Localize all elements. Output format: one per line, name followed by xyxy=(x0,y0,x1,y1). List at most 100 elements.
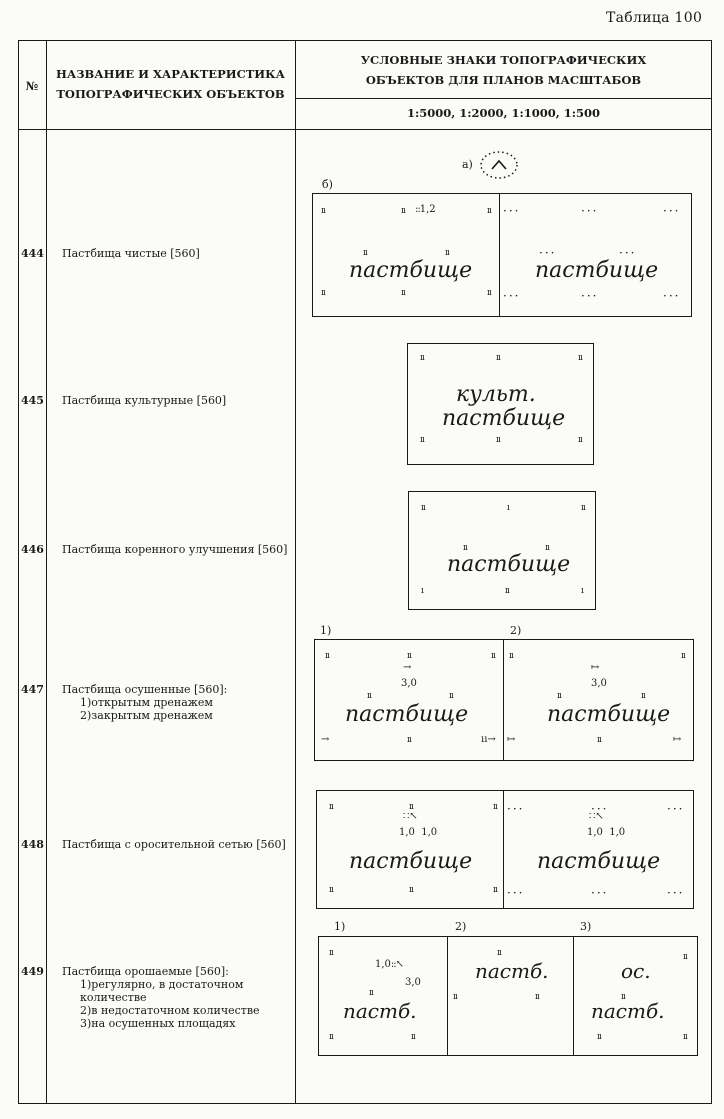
grass-tick: ıı xyxy=(641,691,646,701)
sign-444-box: ıı ıı ıı ::1,2 ıı ıı пастбище ıı ıı ıı ·… xyxy=(312,193,692,317)
row-449-name: Пастбища орошаемые [560]: 1)регулярно, в… xyxy=(62,965,290,1030)
sign-449-word-3b: пастб. xyxy=(591,999,665,1023)
grass-tick: ıı xyxy=(329,948,334,958)
sign-449-divider-1 xyxy=(447,937,448,1055)
grass-tick: ıı xyxy=(487,288,492,298)
grass-tick: ıı xyxy=(409,885,414,895)
row-447-num: 447 xyxy=(21,683,44,696)
grass-tick: ıı xyxy=(493,802,498,812)
sign-448-dim-l1: 1,0 xyxy=(399,827,415,838)
dot-mark: ··· xyxy=(503,289,521,303)
grass-tick: ıı xyxy=(683,952,688,962)
grass-tick: ıı xyxy=(407,651,412,661)
row-449-sub-2: 2)в недостаточном количестве xyxy=(80,1004,260,1017)
sign-448-box: ıı ıı ıı ∷↖ 1,0 1,0 пастбище ıı ıı ıı ··… xyxy=(316,790,694,909)
closed-drain-arrow-icon: ↦ xyxy=(507,734,516,745)
sign-448-dim-r2: 1,0 xyxy=(609,827,626,838)
dot-mark: ··· xyxy=(507,886,525,900)
closed-drain-arrow-icon: ↦ xyxy=(673,734,682,745)
grass-tick: ıı xyxy=(509,651,514,661)
grass-tick: ıı xyxy=(409,802,414,812)
row-447-title: Пастбища осушенные [560]: xyxy=(62,683,228,696)
open-drain-arrow-icon: → xyxy=(321,734,330,745)
dot-mark: ··· xyxy=(663,289,681,303)
dot-mark: ··· xyxy=(581,204,599,218)
sign-447-dim-2: 3,0 xyxy=(591,678,607,689)
sign-447-label-2: 2) xyxy=(510,624,522,637)
row-445-name: Пастбища культурные [560] xyxy=(62,394,227,407)
sign-444-label-a: а) xyxy=(462,158,473,171)
row-449-sub-1: 1)регулярно, в достаточном количестве xyxy=(80,978,244,1004)
header-signs: УСЛОВНЫЕ ЗНАКИ ТОПОГРАФИЧЕСКИХ ОБЪЕКТОВ … xyxy=(295,50,712,90)
grass-tick: ıı xyxy=(578,353,583,363)
grass-tick: ıı xyxy=(497,948,502,958)
grass-tick: ıı xyxy=(493,885,498,895)
sign-444-dim: ::1,2 xyxy=(415,204,436,215)
grass-tick: ıı xyxy=(407,735,412,745)
grass-tick: ıı xyxy=(597,1032,602,1042)
grass-tick: ıı xyxy=(445,248,450,258)
grass-tick: ıı xyxy=(321,288,326,298)
header-scale-line xyxy=(295,98,712,99)
grass-tick: ıı xyxy=(449,691,454,701)
grass-tick: ıı xyxy=(581,503,586,513)
row-447-name: Пастбища осушенные [560]: 1)открытым дре… xyxy=(62,683,290,722)
grass-tick: ıı xyxy=(321,206,326,216)
grass-tick: ıı xyxy=(325,651,330,661)
sign-447-dim-1: 3,0 xyxy=(401,678,417,689)
grass-tick: ıı xyxy=(463,543,468,553)
sign-445-word-2: пастбище xyxy=(442,406,566,431)
sign-449-word-3a: ос. xyxy=(621,959,651,983)
header-name-line1: НАЗВАНИЕ И ХАРАКТЕРИСТИКА xyxy=(56,67,285,81)
sign-449-divider-2 xyxy=(573,937,574,1055)
sign-449-box: ıı 1,0::↖ 3,0 ıı пастб. ıı ıı ıı пастб. … xyxy=(318,936,698,1056)
header-name-line2: ТОПОГРАФИЧЕСКИХ ОБЪЕКТОВ xyxy=(56,87,285,101)
sign-444-word-left: пастбище xyxy=(349,258,473,283)
sign-448-dim-r1: 1,0 xyxy=(587,827,603,838)
grass-tick: ıı xyxy=(578,435,583,445)
table-frame xyxy=(18,40,712,1104)
sign-448-dim-l: 1,0 1,0 xyxy=(399,827,437,838)
grass-tick: ıı xyxy=(420,435,425,445)
closed-drain-arrow-icon: ↦ xyxy=(591,662,600,673)
dot-mark: ··· xyxy=(619,246,637,260)
row-444-num: 444 xyxy=(21,247,44,260)
sign-444-a-symbol xyxy=(480,151,518,179)
sign-448-dim-r: 1,0 1,0 xyxy=(587,827,625,838)
sign-449-dim-2: 3,0 xyxy=(405,977,421,988)
irrigation-arrow-icon: ∷↖ xyxy=(403,811,418,822)
sign-447-word-left: пастбище xyxy=(345,702,469,727)
sign-447-label-1: 1) xyxy=(320,624,332,637)
sign-447-word-right: пастбище xyxy=(547,702,671,727)
grass-tick: ı xyxy=(581,586,584,596)
row-449-sub-3: 3)на осушенных площадях xyxy=(80,1017,236,1030)
grass-tick: ıı xyxy=(505,586,510,596)
sign-444-word-right: пастбище xyxy=(535,258,659,283)
sign-448-dim-l2: 1,0 xyxy=(421,827,438,838)
grass-tick: ı xyxy=(507,503,510,513)
row-447-sub-2: 2)закрытым дренажем xyxy=(80,709,213,722)
grass-tick: ıı xyxy=(453,992,458,1002)
sign-449-dim-1: 1,0::↖ xyxy=(375,959,404,970)
row-445-num: 445 xyxy=(21,394,44,407)
sign-444-divider xyxy=(499,194,500,316)
row-447-sub-1: 1)открытым дренажем xyxy=(80,696,213,709)
row-446-name: Пастбища коренного улучшения [560] xyxy=(62,543,288,556)
dot-mark: ··· xyxy=(667,802,685,816)
grass-tick: ıı xyxy=(421,503,426,513)
sign-447-divider xyxy=(503,640,504,760)
row-448-name: Пастбища с оросительной сетью [560] xyxy=(62,838,286,851)
sign-448-word-left: пастбище xyxy=(349,849,473,874)
grass-tick: ıı xyxy=(367,691,372,701)
dot-mark: ··· xyxy=(591,802,609,816)
grass-tick: ıı xyxy=(369,988,374,998)
sign-449-word-2: пастб. xyxy=(475,959,549,983)
grass-tick: ıı xyxy=(329,802,334,812)
grass-tick: ıı xyxy=(491,651,496,661)
grass-tick: ıı xyxy=(411,1032,416,1042)
sign-446-word: пастбище xyxy=(447,552,571,577)
grass-tick: ıı xyxy=(420,353,425,363)
grass-tick: ıı xyxy=(487,206,492,216)
open-drain-arrow-icon: ıı→ xyxy=(481,734,496,745)
sign-449-label-3: 3) xyxy=(580,920,592,933)
